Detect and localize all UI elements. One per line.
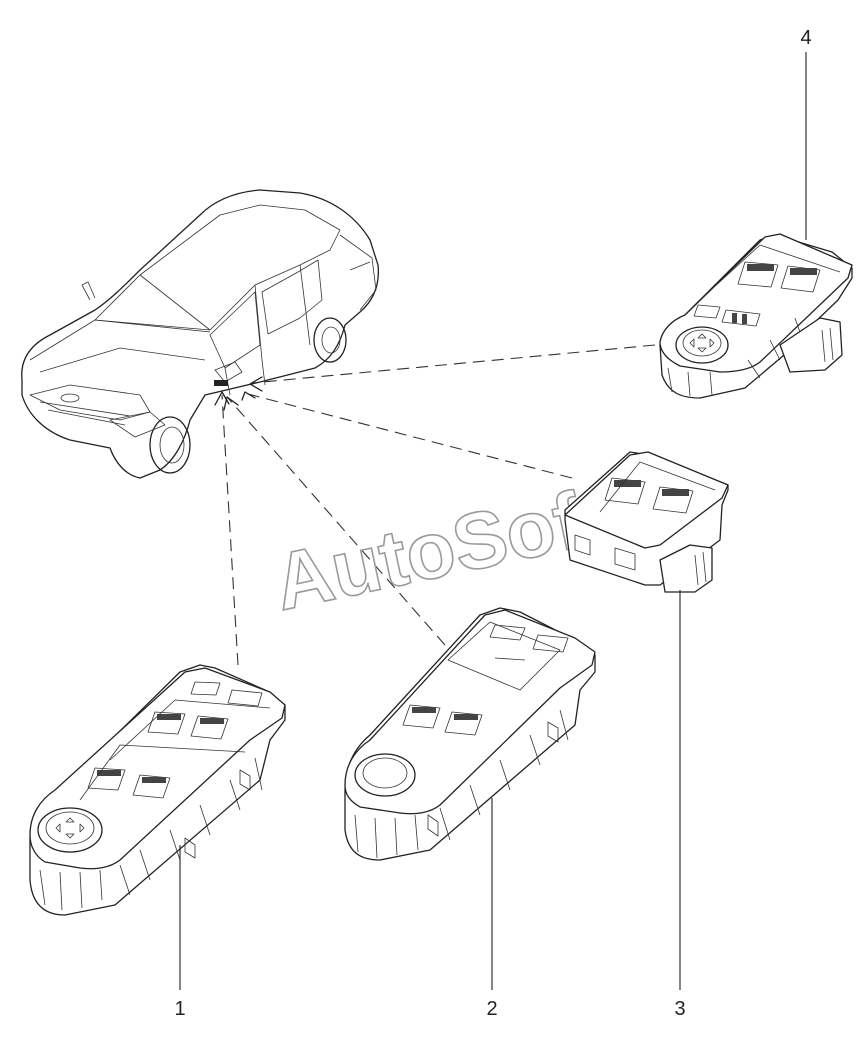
part-1-switch-block (29, 664, 286, 916)
leader-lines (179, 52, 807, 990)
part-3-switch-block (564, 451, 729, 593)
watermark-text: AutoSoft (266, 470, 615, 627)
callout-number-4: 4 (800, 27, 811, 49)
pointer-lines (214, 344, 656, 666)
part-2-switch-block (344, 607, 596, 861)
part-4-switch-block (659, 233, 853, 399)
callout-number-3: 3 (674, 998, 685, 1020)
car-illustration (21, 189, 380, 479)
callout-number-1: 1 (174, 998, 185, 1020)
callout-number-2: 2 (486, 998, 497, 1020)
